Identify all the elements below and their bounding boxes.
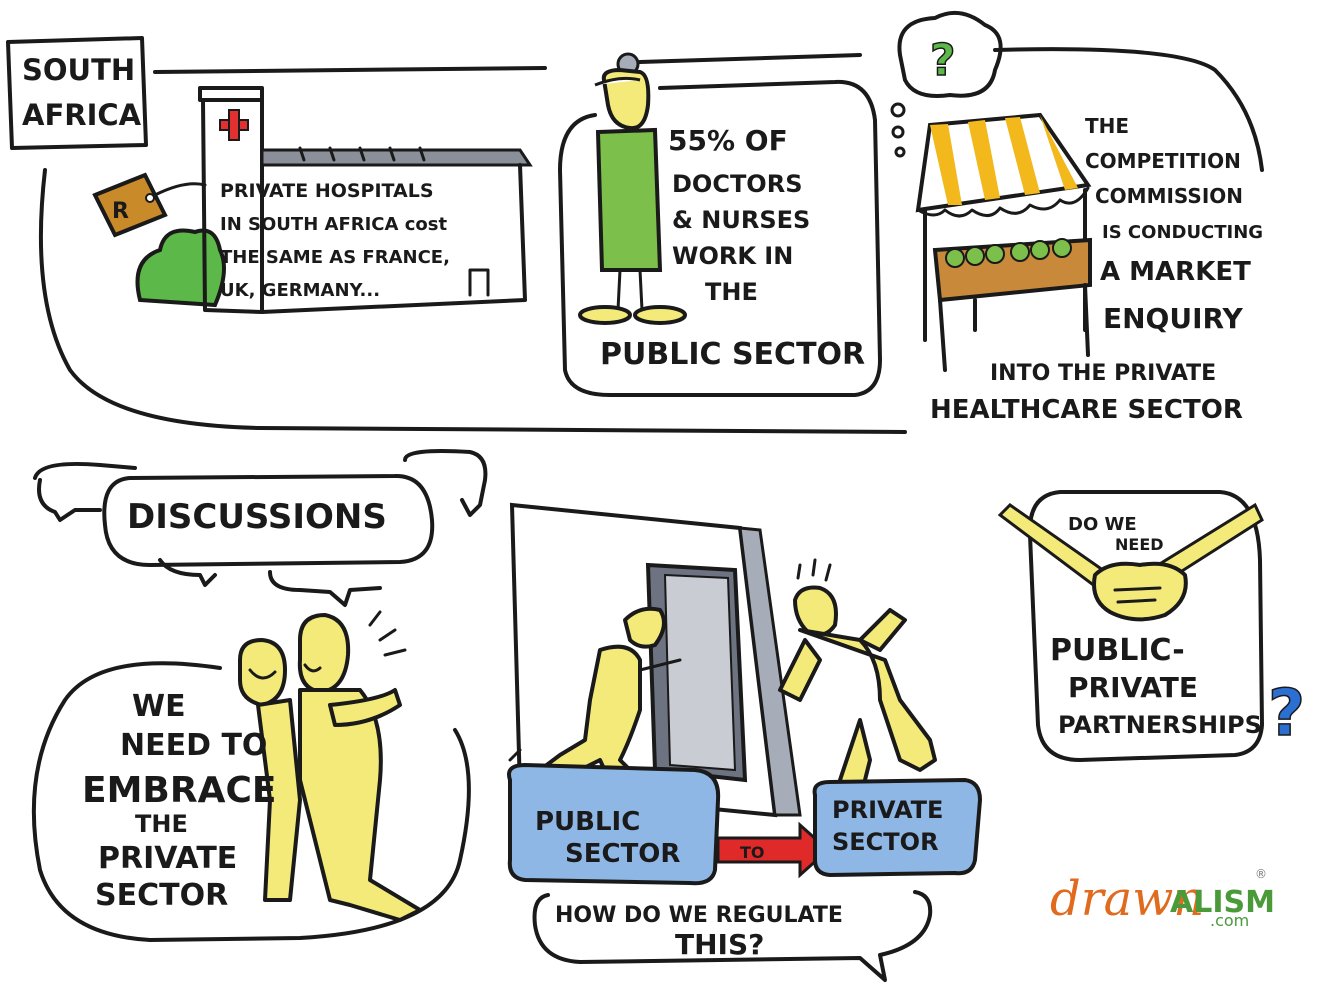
- competition-text-line4: IS CONDUCTING: [1102, 222, 1263, 243]
- south-africa-label: SOUTH AFRICA: [6, 36, 148, 150]
- thought-question-mark: ?: [930, 35, 956, 86]
- competition-text-line8: HEALTHCARE SECTOR: [930, 395, 1243, 425]
- competition-text-line7: INTO THE PRIVATE: [990, 361, 1216, 386]
- doctors-text: 55% OF DOCTORS & NURSES WORK IN THE PUBL…: [600, 124, 865, 372]
- doctors-text-line6: PUBLIC SECTOR: [600, 337, 865, 372]
- market-stall-illustration: [915, 112, 1092, 372]
- hospital-text-line2: IN SOUTH AFRICA cost: [220, 214, 447, 235]
- discussions-title: DISCUSSIONS: [127, 497, 387, 537]
- public-sector-box: PUBLIC SECTOR: [507, 762, 721, 886]
- logo-part2: ALISM: [1170, 885, 1275, 920]
- private-sector-box: PRIVATE SECTOR: [812, 777, 983, 878]
- hospital-text: PRIVATE HOSPITALS IN SOUTH AFRICA cost T…: [220, 180, 450, 301]
- logo-registered: ®: [1255, 867, 1267, 881]
- red-cross-icon: [219, 109, 249, 141]
- handshake-illustration: [997, 502, 1264, 622]
- embrace-text-line4: THE: [135, 810, 188, 838]
- competition-text-line1: THE: [1085, 114, 1129, 138]
- doctors-text-line5: THE: [705, 278, 758, 306]
- doctors-text-line3: & NURSES: [672, 206, 810, 234]
- drawnalism-logo: drawn ALISM .com ®: [1050, 867, 1275, 930]
- bush: [135, 228, 226, 308]
- south-africa-label-line2: AFRICA: [22, 98, 142, 132]
- doctors-text-line4: WORK IN: [672, 242, 793, 270]
- logo-suffix: .com: [1210, 911, 1249, 930]
- south-africa-panel: SOUTH AFRICA R: [6, 36, 533, 314]
- logo-part1: drawn: [1050, 871, 1204, 927]
- price-tag-icon: R: [92, 172, 207, 238]
- south-africa-label-line1: SOUTH: [22, 53, 135, 87]
- doctors-text-line2: DOCTORS: [672, 170, 802, 198]
- embrace-text-line6: SECTOR: [95, 878, 228, 913]
- discussions-banner: DISCUSSIONS: [33, 449, 488, 607]
- hospital-text-line1: PRIVATE HOSPITALS: [220, 180, 434, 202]
- competition-text-line3: COMMISSION: [1095, 184, 1243, 208]
- doctors-panel: 55% OF DOCTORS & NURSES WORK IN THE PUBL…: [558, 52, 882, 397]
- thought-bubble: ?: [890, 10, 1003, 158]
- blue-question-mark: ?: [1268, 677, 1305, 751]
- competition-panel: ? THE COMPETITION COMMISSION IS CONDUCTI: [890, 10, 1263, 425]
- private-sector-line1: PRIVATE: [832, 796, 943, 824]
- left-figure: [508, 606, 682, 784]
- embrace-text-line5: PRIVATE: [98, 841, 237, 876]
- regulate-panel: PUBLIC SECTOR TO PRIVATE SECTOR HOW DO W…: [507, 502, 983, 982]
- embrace-text-line3: EMBRACE: [82, 770, 276, 811]
- hugging-figures: [238, 610, 422, 922]
- discussions-bubble: [102, 473, 435, 567]
- embrace-text: WE NEED TO EMBRACE THE PRIVATE SECTOR: [82, 689, 276, 913]
- competition-text: THE COMPETITION COMMISSION IS CONDUCTING…: [930, 114, 1263, 425]
- partnerships-main-line3: PARTNERSHIPS: [1058, 711, 1262, 739]
- partnerships-panel: DO WE NEED PUBLIC- PRIVATE PARTNERSHIPS …: [997, 490, 1306, 762]
- right-figure: [778, 558, 937, 802]
- top-band-outline: [38, 47, 1264, 434]
- price-tag-label: R: [112, 199, 129, 224]
- doctor-figure: [578, 52, 687, 325]
- regulate-caption-line2: THIS?: [675, 928, 764, 961]
- partnerships-top-line1: DO WE: [1068, 514, 1137, 535]
- doctors-text-line1: 55% OF: [668, 124, 788, 157]
- partnerships-top-line2: NEED: [1115, 535, 1164, 554]
- embrace-panel-frame: [31, 661, 471, 942]
- partnerships-main-line1: PUBLIC-: [1050, 633, 1185, 668]
- regulate-caption-line1: HOW DO WE REGULATE: [555, 903, 843, 928]
- embrace-panel: WE NEED TO EMBRACE THE PRIVATE SECTOR: [31, 610, 471, 942]
- competition-text-line5: A MARKET: [1100, 257, 1251, 287]
- embrace-text-line1: WE: [132, 689, 186, 724]
- to-arrow: TO: [716, 821, 831, 879]
- regulate-caption: HOW DO WE REGULATE THIS?: [532, 890, 933, 982]
- hospital-text-line3: THE SAME AS FRANCE,: [220, 247, 450, 268]
- private-sector-line2: SECTOR: [832, 828, 939, 856]
- competition-text-line2: COMPETITION: [1085, 149, 1241, 173]
- competition-text-line6: ENQUIRY: [1103, 302, 1244, 335]
- public-sector-line1: PUBLIC: [535, 807, 640, 837]
- partnerships-text: DO WE NEED PUBLIC- PRIVATE PARTNERSHIPS: [1050, 514, 1262, 739]
- doctors-panel-frame: [558, 79, 882, 397]
- hospital-illustration: R: [92, 86, 533, 314]
- arrow-label: TO: [740, 843, 765, 862]
- embrace-text-line2: NEED TO: [120, 728, 267, 763]
- partnerships-main-line2: PRIVATE: [1068, 671, 1198, 704]
- door-wall-illustration: [509, 502, 802, 818]
- public-sector-line2: SECTOR: [565, 839, 680, 869]
- hospital-text-line4: UK, GERMANY...: [220, 280, 380, 301]
